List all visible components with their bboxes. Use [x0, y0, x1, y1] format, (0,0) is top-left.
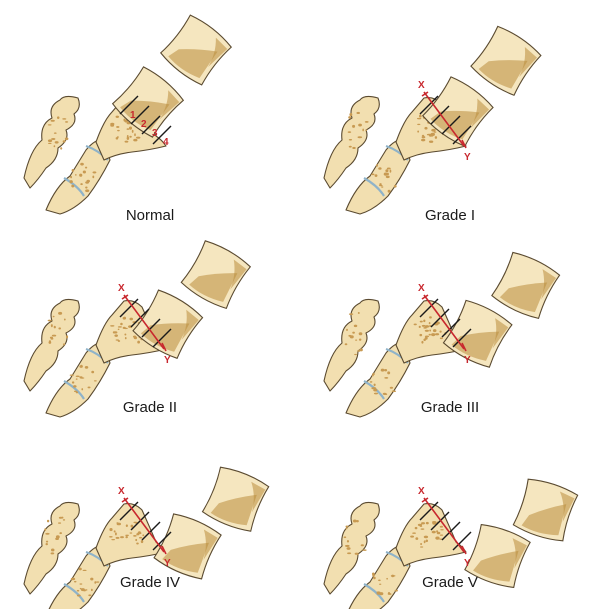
measurement-lines	[419, 95, 472, 145]
vertebra-l4	[470, 25, 542, 96]
panel-grade-1-caption: Grade I	[424, 207, 476, 224]
vertebra-l5	[464, 523, 531, 589]
measurement-lines	[119, 298, 172, 348]
marker-x: X	[418, 283, 425, 294]
marker-y: Y	[164, 355, 171, 366]
quarter-marker-3: 3	[152, 128, 158, 139]
vertebra-l4	[512, 478, 579, 542]
measurement-lines	[419, 501, 472, 551]
vertebra-l5	[153, 513, 222, 580]
quarter-marker-1: 1	[130, 110, 136, 121]
spinous-process	[23, 298, 80, 392]
marker-x: X	[418, 80, 425, 91]
marker-y: Y	[464, 152, 471, 163]
panel-grade-1-illustration: XY	[323, 25, 542, 215]
spinous-process	[323, 298, 380, 392]
marker-x: X	[118, 486, 125, 497]
marker-y: Y	[464, 558, 471, 569]
vertebra-l5	[442, 299, 513, 368]
slip-measure-arrow	[123, 497, 165, 553]
vertebra-l5	[111, 66, 185, 138]
vertebra-l4	[491, 251, 561, 320]
measurement-lines	[119, 95, 172, 145]
measurement-lines	[419, 298, 472, 348]
vertebra-l4	[159, 14, 233, 86]
panel-grade-2-caption: Grade II	[122, 399, 178, 416]
vertebra-l5	[132, 289, 204, 360]
slip-measure-arrow	[423, 497, 465, 553]
panel-grade-4-caption: Grade IV	[119, 574, 181, 591]
marker-x: X	[418, 486, 425, 497]
marker-y: Y	[164, 558, 171, 569]
spinous-process	[323, 95, 380, 189]
panel-grade-3-illustration: XY	[323, 251, 561, 418]
spinous-process	[323, 501, 380, 595]
measurement-lines	[119, 501, 172, 551]
sacrum	[395, 503, 467, 567]
marker-x: X	[118, 283, 125, 294]
slip-measure-arrow	[423, 294, 465, 350]
vertebra-l4	[180, 240, 252, 310]
panel-grade-5-caption: Grade V	[422, 574, 478, 591]
quarter-marker-2: 2	[141, 119, 147, 130]
marker-y: Y	[464, 355, 471, 366]
quarter-marker-4: 4	[163, 137, 169, 148]
spinous-process	[23, 501, 80, 595]
slip-measure-arrow	[123, 294, 165, 350]
panel-grade-2-illustration: XY	[23, 240, 252, 418]
panel-grade-3-caption: Grade III	[420, 399, 480, 416]
panel-normal-caption: Normal	[125, 207, 175, 224]
panel-grade-4-illustration: XY	[23, 466, 270, 609]
vertebra-l4	[201, 466, 270, 532]
slip-measure-arrow	[423, 91, 465, 147]
panel-grade-5-illustration: XY	[323, 478, 579, 609]
sacrum	[95, 503, 167, 567]
